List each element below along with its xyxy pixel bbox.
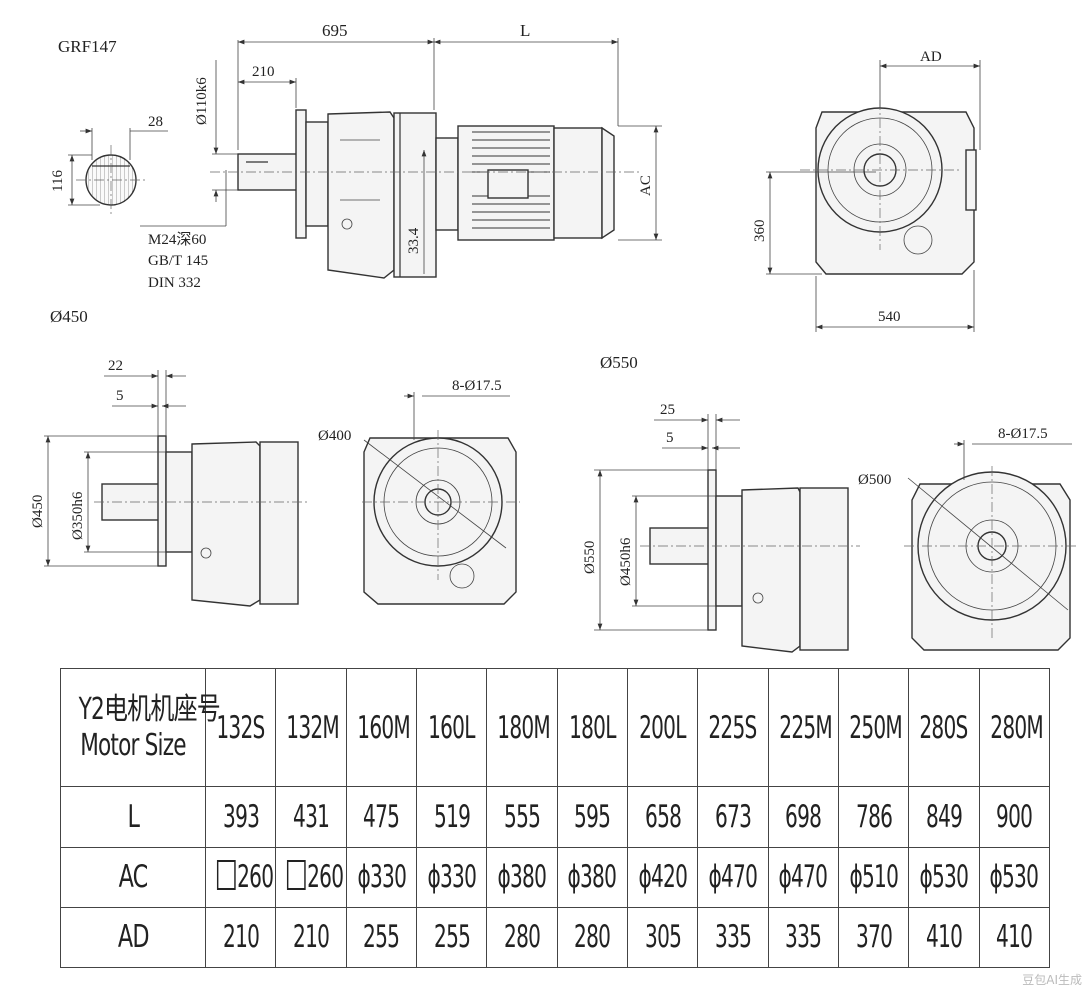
table-cell: 849 <box>908 786 980 848</box>
dim-350-pilot: Ø350h6 <box>70 491 86 540</box>
watermark: 豆包AI生成 <box>1022 973 1082 987</box>
table-cell: ϕ420 <box>626 846 699 908</box>
dim-540: 540 <box>878 309 901 325</box>
dim-shaft-diameter: Ø110k6 <box>194 77 210 125</box>
table-cell: 280 <box>486 906 558 969</box>
note-gb: GB/T 145 <box>148 253 208 269</box>
size-cell: 225S <box>697 667 769 788</box>
size-cell: 132S <box>204 667 277 788</box>
dim-210: 210 <box>252 64 275 80</box>
square-symbol-icon <box>216 860 236 891</box>
table-cell: 210 <box>275 906 347 969</box>
table-row-L: L 393 431 475 519 555 595 658 673 698 78… <box>60 786 1051 848</box>
table-cell: 255 <box>345 906 417 969</box>
dim-5: 5 <box>116 388 124 404</box>
shaft-section-view: 28 116 <box>50 114 168 214</box>
table-cell: ϕ380 <box>486 846 558 908</box>
table-cell: 658 <box>626 786 699 848</box>
table-cell: ϕ330 <box>415 846 488 908</box>
flange-450-title: Ø450 <box>50 307 88 326</box>
table-cell: 335 <box>697 906 769 969</box>
table-cell: 410 <box>978 906 1051 969</box>
dim-450-pilot: Ø450h6 <box>618 537 634 586</box>
dim-400: Ø400 <box>318 428 351 444</box>
table-cell: 555 <box>486 786 558 848</box>
motor-size-table: Y2电机机座号 Motor Size 132S 132M 160M 160L 1… <box>60 667 1051 969</box>
flange-550-front-view: Ø500 8-Ø17.5 <box>858 426 1076 651</box>
header-en: Motor Size <box>80 727 186 763</box>
table-cell: ϕ530 <box>908 846 980 908</box>
size-cell: 200L <box>626 667 699 788</box>
table-cell: 393 <box>204 786 277 848</box>
dim-key-depth: 116 <box>50 170 66 192</box>
flange-550-title: Ø550 <box>600 353 638 372</box>
table-cell: ϕ510 <box>837 846 910 908</box>
table-cell: ϕ380 <box>556 846 628 908</box>
table-cell: 431 <box>275 786 347 848</box>
note-din: DIN 332 <box>148 275 201 291</box>
dim-holes-450: 8-Ø17.5 <box>452 378 502 394</box>
header-cn: Y2电机机座号 <box>78 691 221 727</box>
table-cell: 519 <box>415 786 488 848</box>
dim-AC: AC <box>638 175 654 196</box>
dim-500: Ø500 <box>858 472 891 488</box>
table-cell: ϕ530 <box>978 846 1051 908</box>
size-cell: 250M <box>837 667 910 788</box>
table-cell: 786 <box>837 786 910 848</box>
dim-AD: AD <box>920 49 942 65</box>
size-cell: 180L <box>556 667 628 788</box>
square-symbol-icon <box>287 860 307 891</box>
dim-33-4: 33.4 <box>406 227 422 254</box>
size-cell: 180M <box>486 667 558 788</box>
size-cell: 280S <box>908 667 980 788</box>
table-cell: 335 <box>767 906 839 969</box>
table-cell: ϕ470 <box>697 846 769 908</box>
table-cell: 255 <box>415 906 488 969</box>
flange-550-side-view: 25 5 Ø550 Ø450h6 <box>582 402 860 653</box>
table-header-row: Y2电机机座号 Motor Size 132S 132M 160M 160L 1… <box>60 667 1051 788</box>
dim-450-od: Ø450 <box>30 495 46 528</box>
dim-25: 25 <box>660 402 675 418</box>
table-row-AC: AC 260 260 ϕ330 ϕ330 ϕ380 ϕ380 ϕ420 ϕ470… <box>60 846 1051 908</box>
size-cell: 225M <box>767 667 839 788</box>
dim-key-width: 28 <box>148 114 163 130</box>
table-cell: 410 <box>908 906 980 969</box>
main-side-view: 695 L 210 Ø110k6 33.4 AC M24深60 GB/T 145… <box>140 21 662 291</box>
table-cell: 260 <box>204 846 277 908</box>
dim-22: 22 <box>108 358 123 374</box>
table-cell: 210 <box>204 906 277 969</box>
dim-360: 360 <box>752 220 768 243</box>
table-cell: 305 <box>626 906 699 969</box>
table-cell: 698 <box>767 786 839 848</box>
table-cell: 280 <box>556 906 628 969</box>
dim-550-od: Ø550 <box>582 541 598 574</box>
size-cell: 132M <box>275 667 347 788</box>
model-title: GRF147 <box>58 37 117 56</box>
row-label: L <box>60 786 206 848</box>
size-cell: 160M <box>345 667 417 788</box>
table-cell: 673 <box>697 786 769 848</box>
table-cell: 900 <box>978 786 1051 848</box>
note-thread: M24深60 <box>148 231 206 248</box>
table-cell: ϕ470 <box>767 846 839 908</box>
table-cell: 370 <box>837 906 910 969</box>
table-cell: 475 <box>345 786 417 848</box>
flange-450-front-view: Ø400 8-Ø17.5 <box>318 378 520 605</box>
dim-5-550: 5 <box>666 430 674 446</box>
dim-holes-550: 8-Ø17.5 <box>998 426 1048 442</box>
table-cell: ϕ330 <box>345 846 417 908</box>
end-view: AD 360 540 <box>752 49 981 332</box>
dim-L: L <box>520 21 530 40</box>
header-cell: Y2电机机座号 Motor Size <box>60 667 221 788</box>
size-cell: 160L <box>415 667 488 788</box>
table-cell: 595 <box>556 786 628 848</box>
dim-695: 695 <box>322 21 348 40</box>
size-cell: 280M <box>978 667 1051 788</box>
row-label: AC <box>60 846 206 908</box>
flange-450-side-view: 22 5 Ø450 Ø350h6 <box>30 358 310 607</box>
row-label: AD <box>60 906 206 969</box>
table-cell: 260 <box>275 846 347 908</box>
table-row-AD: AD 210 210 255 255 280 280 305 335 335 3… <box>60 906 1051 969</box>
